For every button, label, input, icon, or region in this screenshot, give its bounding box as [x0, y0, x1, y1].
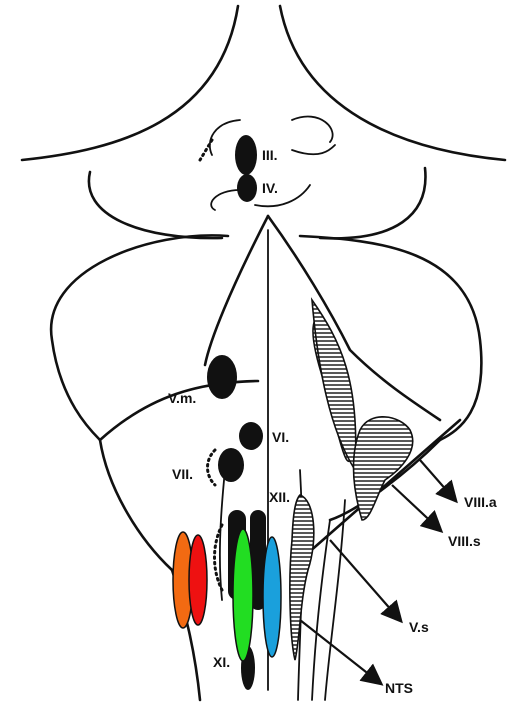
- label-solitary: NTS: [385, 680, 413, 696]
- red-highlight: [189, 535, 207, 625]
- green-highlight: [233, 529, 253, 661]
- trigeminal-motor-nucleus: [207, 355, 237, 399]
- label-accessory: XI.: [213, 654, 230, 670]
- labels: III. IV. V.m. VI. VII. XII. VIII.a VIII.…: [168, 147, 497, 696]
- label-oculomotor: III.: [262, 147, 278, 163]
- solitary-nucleus: [290, 495, 314, 660]
- label-trochlear: IV.: [262, 180, 278, 196]
- label-hypoglossal: XII.: [269, 489, 290, 505]
- label-trigeminal-spinal: V.s: [409, 619, 429, 635]
- oculomotor-nucleus: [235, 135, 257, 175]
- label-trigeminal-motor: V.m.: [168, 390, 196, 406]
- trigeminal-mesencephalic: [312, 300, 356, 470]
- label-facial: VII.: [172, 466, 193, 482]
- facial-nucleus: [218, 448, 244, 482]
- label-vestibular-a: VIII.a: [464, 494, 497, 510]
- label-vestibular-s: VIII.s: [448, 533, 481, 549]
- blue-highlight: [263, 537, 281, 657]
- label-abducens: VI.: [272, 429, 289, 445]
- trochlear-nucleus: [237, 174, 257, 202]
- abducens-nucleus: [239, 422, 263, 450]
